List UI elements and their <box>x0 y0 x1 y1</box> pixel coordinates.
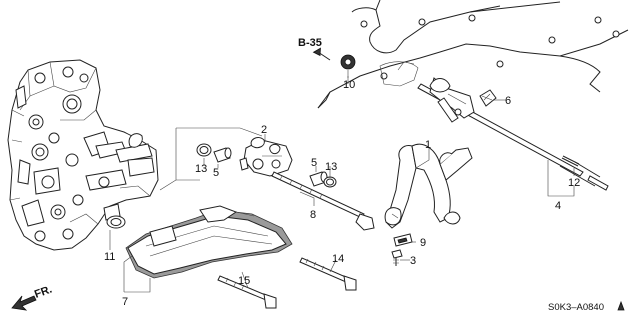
callout-9: 9 <box>420 237 426 249</box>
part-12-pin <box>561 155 580 167</box>
callout-11: 11 <box>104 251 115 263</box>
callout-5-left: 5 <box>213 167 219 179</box>
callout-13-left: 13 <box>195 163 207 175</box>
part-13-o-ring-right <box>323 176 337 188</box>
part-8-bolt <box>271 171 375 231</box>
callout-15: 15 <box>238 275 250 287</box>
valve-body <box>7 59 159 251</box>
part-3-bolt <box>391 249 403 266</box>
callout-10: 10 <box>343 79 355 91</box>
diagram-code: S0K3–A0840 <box>548 302 604 313</box>
callouts: 2 1 10 6 13 5 5 13 8 9 3 12 4 11 7 14 15 <box>104 79 580 308</box>
callout-5-right: 5 <box>311 157 317 169</box>
callout-13-right: 13 <box>325 161 337 173</box>
front-label: FR. <box>33 283 54 300</box>
callout-8: 8 <box>310 209 316 221</box>
part-5-dowel-right <box>309 171 328 187</box>
leader-lines <box>109 76 575 293</box>
part-11-gasket <box>106 215 126 229</box>
triangle-icon <box>617 300 625 311</box>
part-10-plug <box>340 54 356 78</box>
callout-2: 2 <box>261 124 267 136</box>
callout-3: 3 <box>410 255 416 267</box>
reference-label: B-35 <box>298 37 322 49</box>
part-13-o-ring-left <box>196 143 212 157</box>
assembly-lines <box>159 127 263 191</box>
part-1-shift-fork <box>384 143 473 229</box>
callout-6: 6 <box>505 95 511 107</box>
part-2-valve <box>239 137 293 177</box>
part-7-strainer <box>125 205 293 279</box>
callout-1: 1 <box>425 139 431 151</box>
part-4-shift-shaft <box>417 77 609 191</box>
part-9-clip <box>393 233 413 247</box>
callout-4: 4 <box>555 200 561 212</box>
part-15-bolt <box>217 275 277 309</box>
callout-7: 7 <box>122 296 128 308</box>
callout-12: 12 <box>568 177 580 189</box>
reference-pointer: B-35 <box>298 37 331 61</box>
part-14-bolt <box>299 257 357 291</box>
part-5-dowel-left <box>213 147 232 163</box>
footer: S0K3–A0840 <box>548 300 625 313</box>
callout-14: 14 <box>332 253 344 265</box>
transmission-case <box>317 0 629 109</box>
front-direction-arrow: FR. <box>11 283 54 311</box>
part-6-clip <box>479 89 497 107</box>
